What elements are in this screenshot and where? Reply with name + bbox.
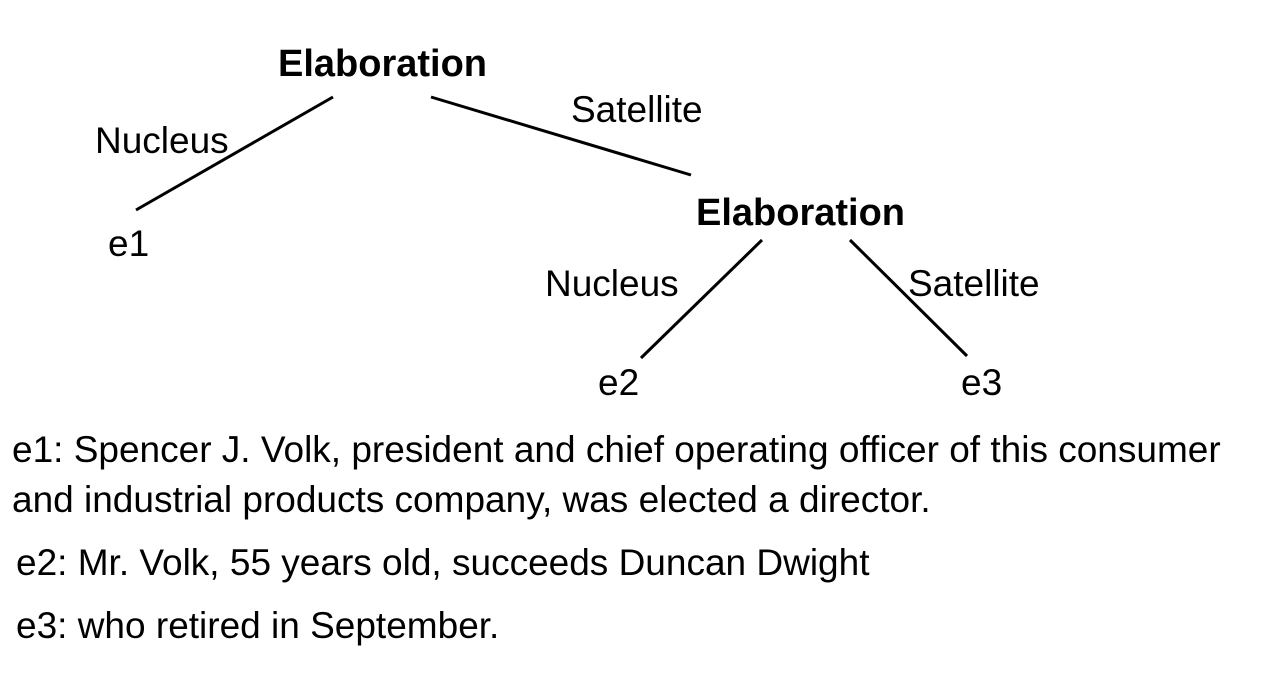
segment-legend: e1: Spencer J. Volk, president and chief… [12,425,1280,651]
segment-e2-text: e2: Mr. Volk, 55 years old, succeeds Dun… [16,542,870,583]
edge-label-inner-e2: Nucleus [545,263,679,304]
leaf-node-e2: e2 [598,362,639,403]
edge-inner-e2 [639,238,764,360]
edge-label-inner-e3: Satellite [908,263,1040,304]
segment-e1-text: e1: Spencer J. Volk, president and chief… [12,429,1221,520]
segment-e3-text: e3: who retired in September. [16,605,500,646]
leaf-node-e1: e1 [108,223,149,264]
rst-tree: Elaboration Elaboration Nucleus Satellit… [95,43,1040,403]
edge-root-inner [430,95,692,177]
leaf-node-e3: e3 [961,362,1002,403]
edge-label-root-inner: Satellite [571,89,703,130]
edge-inner-e3 [848,238,969,358]
inner-relation-node: Elaboration [696,192,905,234]
edge-label-root-e1: Nucleus [95,120,229,161]
edge-root-e1 [135,95,334,212]
root-relation-node: Elaboration [278,43,487,85]
